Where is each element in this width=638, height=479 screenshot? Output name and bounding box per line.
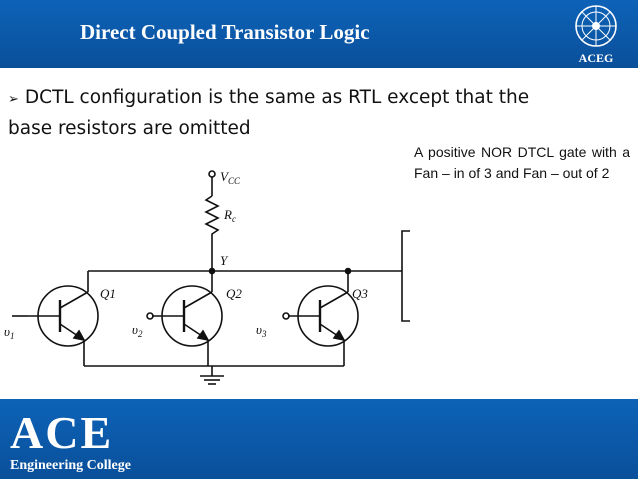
q1-label: Q1 xyxy=(100,286,116,301)
slide-title: Direct Coupled Transistor Logic xyxy=(80,20,370,44)
v1-label: υ1 xyxy=(4,324,14,341)
vcc-label: VCC xyxy=(220,169,241,186)
resistor-rc xyxy=(204,195,220,262)
bullet-line-2: base resistors are omitted xyxy=(8,118,251,139)
bullet-text: ➢ DCTL configuration is the same as RTL e… xyxy=(8,87,529,108)
circuit-caption: A positive NOR DTCL gate with a Fan – in… xyxy=(414,144,630,181)
q2-label: Q2 xyxy=(226,286,242,301)
y-label: Y xyxy=(220,253,229,268)
footer-brand-logo: ACE xyxy=(10,407,114,458)
college-emblem-icon xyxy=(575,5,617,47)
v2-label: υ2 xyxy=(132,322,143,339)
bullet-line-1: DCTL configuration is the same as RTL ex… xyxy=(24,87,530,108)
q3-label: Q3 xyxy=(352,286,368,301)
rc-label: Rc xyxy=(223,207,236,224)
vcc-terminal xyxy=(208,170,216,178)
footer-subtitle: Engineering College xyxy=(10,458,131,473)
header-bar xyxy=(0,0,638,68)
dctl-nor-circuit-diagram: VCC Rc Y Q1 Q2 Q3 υ1 υ2 υ3 xyxy=(4,169,410,385)
v3-label: υ3 xyxy=(256,322,267,339)
input-v3-terminal xyxy=(282,312,290,320)
input-v2-terminal xyxy=(146,312,154,320)
bullet-arrow-icon: ➢ xyxy=(8,92,19,107)
footer-bar xyxy=(0,399,638,479)
logo-text: ACEG xyxy=(578,51,614,65)
